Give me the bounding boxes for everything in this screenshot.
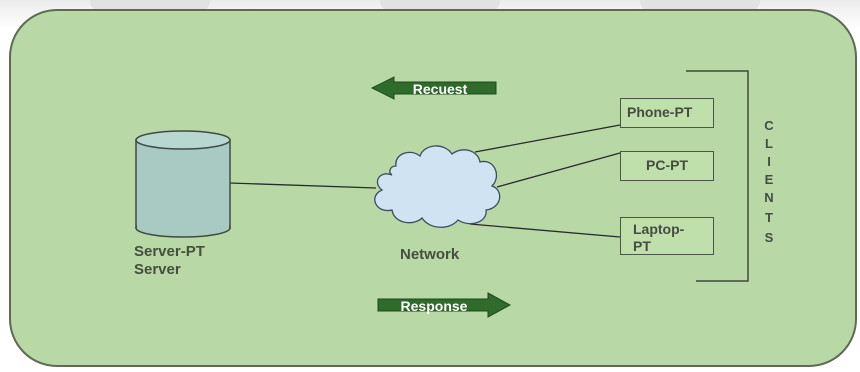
server-label-line2: Server [134,261,181,278]
server-label-line1: Server-PT [134,243,205,260]
clients-bracket [686,70,749,282]
server-label: Server-PT Server [134,243,205,279]
clients-letter: L [765,136,773,151]
laptop-network-link [469,223,621,238]
client-phone-label: Phone-PT [627,104,693,120]
response-label: Response [400,298,468,314]
request-label: Recuest [412,81,468,97]
clients-letter: E [764,172,774,187]
clients-letter: C [764,118,774,133]
clients-letter: I [767,154,771,169]
phone-network-link [474,124,621,153]
clients-letter: N [764,190,774,205]
pc-network-link [496,152,621,188]
server-network-link [229,182,377,189]
client-laptop-label-line2: PT [633,238,651,254]
network-label: Network [400,246,460,263]
client-pc: PC-PT [620,151,714,181]
clients-letter: S [764,230,774,245]
server-icon [135,130,231,238]
response-arrow-icon [377,292,512,318]
cloud-icon [374,145,501,228]
client-laptop: Laptop- PT [620,217,714,255]
request-arrow-icon [370,76,497,100]
clients-letter: T [765,210,773,225]
client-laptop-label-line1: Laptop- [633,221,685,237]
client-phone: Phone-PT [620,98,714,128]
client-pc-label: PC-PT [646,157,688,173]
